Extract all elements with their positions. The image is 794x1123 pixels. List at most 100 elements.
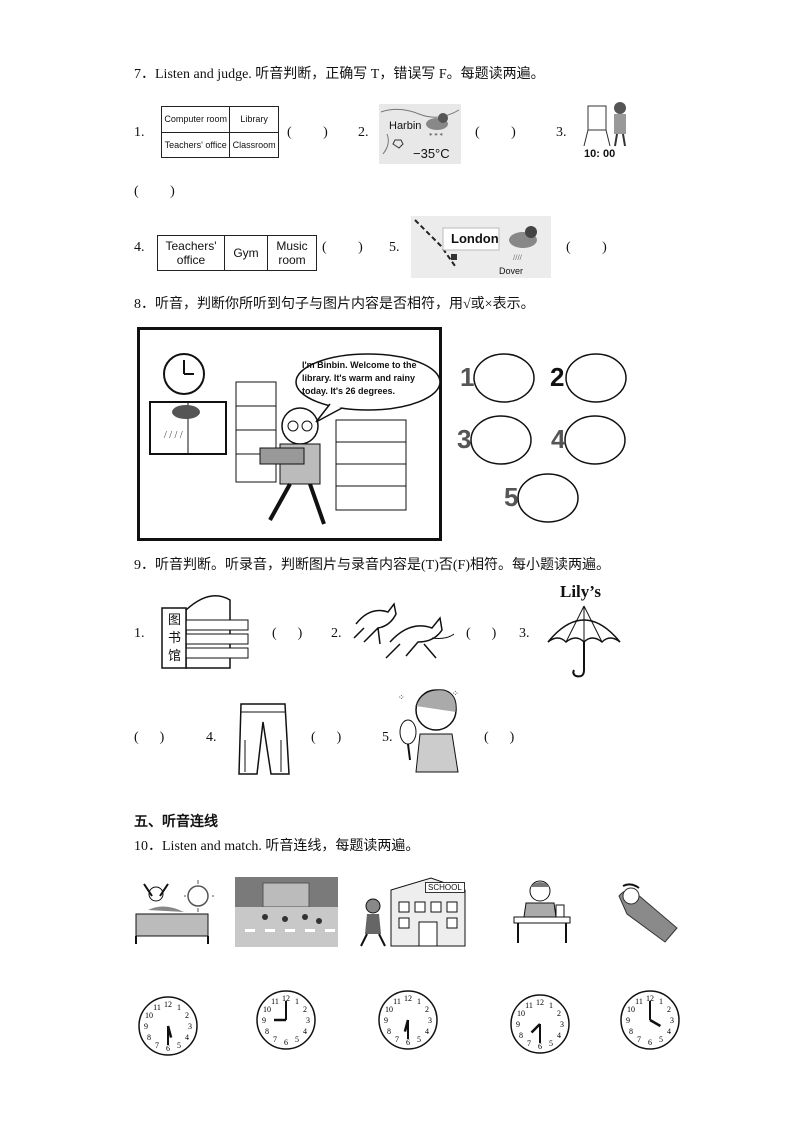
bubble-line: today. It's 26 degrees.	[302, 386, 396, 396]
clock-number: 12	[404, 994, 412, 1003]
clock-number: 8	[147, 1033, 151, 1042]
city-label: London	[451, 231, 499, 246]
clock-number: 10	[517, 1009, 525, 1018]
time-label: 10: 00	[584, 148, 616, 160]
q7-item4-number: 4.	[134, 240, 145, 255]
q9-item3-number: 3.	[519, 626, 530, 641]
room-cell: Classroom	[229, 131, 279, 158]
clock-number: 3	[428, 1016, 432, 1025]
clock-number: 11	[635, 997, 643, 1006]
q9-item1-number: 1.	[134, 626, 145, 641]
answer-balloon-4[interactable]: 4	[549, 414, 629, 468]
library-scene: / / / / I'm Binbin. Welcome to the libra…	[137, 327, 442, 541]
clock-number: 3	[670, 1016, 674, 1025]
balloon-number: 4	[551, 424, 566, 454]
section-5-title: 五、听音连线	[134, 814, 218, 830]
answer-balloon-5[interactable]: 5	[502, 472, 582, 526]
weather-map-harbin: * * * Harbin −35°C	[379, 104, 461, 164]
clock-number: 7	[273, 1035, 277, 1044]
clock-number: 9	[262, 1016, 266, 1025]
eat-lunch-picture	[512, 877, 572, 945]
go-to-school-street-picture	[235, 877, 338, 947]
answer-balloon-1[interactable]: 1	[458, 352, 538, 406]
wake-up-picture	[134, 880, 214, 946]
q7-item1-room-grid: Computer room Library Teachers' office C…	[160, 106, 279, 158]
clock-number: 12	[282, 994, 290, 1003]
answer-blank[interactable]: ( )	[287, 125, 328, 140]
answer-blank[interactable]: ( )	[484, 730, 515, 745]
q7-item2-number: 2.	[358, 125, 369, 140]
svg-text:/ / / /: / / / /	[164, 430, 183, 441]
clock-number: 10	[627, 1005, 635, 1014]
clock-number: 11	[271, 997, 279, 1006]
clock-number: 6	[406, 1038, 410, 1047]
room-cell: Gym	[224, 235, 268, 271]
school-sign: SCHOOL	[425, 882, 465, 893]
place-label: Dover	[499, 266, 524, 276]
clock-number: 2	[185, 1011, 189, 1020]
clock-number: 5	[549, 1039, 553, 1048]
answer-balloon-3[interactable]: 3	[455, 414, 535, 468]
answer-blank[interactable]: ( )	[272, 626, 303, 641]
clock-number: 6	[166, 1044, 170, 1053]
q9-item5-number: 5.	[382, 730, 393, 745]
answer-blank[interactable]: ( )	[311, 730, 342, 745]
sign-char: 图	[168, 613, 182, 628]
clock-number: 9	[144, 1022, 148, 1031]
svg-text:⁘: ⁘	[452, 689, 459, 698]
clock-number: 7	[637, 1035, 641, 1044]
answer-blank[interactable]: ( )	[466, 626, 497, 641]
sign-char: 馆	[168, 649, 182, 664]
q7-item5-number: 5.	[389, 240, 400, 255]
q7-item3-number: 3.	[556, 125, 567, 140]
clock-number: 11	[153, 1003, 161, 1012]
clock-number: 6	[538, 1042, 542, 1051]
clock-number: 7	[155, 1041, 159, 1050]
temperature-label: −35°C	[413, 146, 450, 161]
clock-number: 8	[629, 1027, 633, 1036]
clock-number: 8	[265, 1027, 269, 1036]
answer-blank[interactable]: ( )	[134, 184, 175, 199]
svg-text:////: ////	[513, 253, 523, 262]
q10-title: 10．Listen and match. 听音连线，每题读两遍。	[134, 839, 420, 854]
clock-number: 5	[177, 1041, 181, 1050]
clock-number: 10	[145, 1011, 153, 1020]
balloon-number: 1	[460, 362, 475, 392]
clock-number: 9	[384, 1016, 388, 1025]
clock-number: 4	[185, 1033, 189, 1042]
svg-text:⁘: ⁘	[398, 693, 405, 702]
hour-hand	[649, 1018, 662, 1028]
clock-number: 8	[387, 1027, 391, 1036]
clock-number: 3	[306, 1016, 310, 1025]
answer-blank[interactable]: ( )	[322, 240, 363, 255]
clock-number: 3	[188, 1022, 192, 1031]
horses-picture	[350, 598, 456, 662]
clock-number: 5	[295, 1035, 299, 1044]
answer-balloon-2[interactable]: 2	[548, 352, 628, 406]
q8-title: 8．听音，判断你所听到句子与图片内容是否相符，用√或×表示。	[134, 297, 535, 312]
clock-number: 2	[557, 1009, 561, 1018]
clock-number: 2	[667, 1005, 671, 1014]
answer-blank[interactable]: ( )	[475, 125, 516, 140]
answer-blank[interactable]: ( )	[134, 730, 165, 745]
q7-item4-room-grid: Teachers' office Gym Music room	[157, 235, 317, 271]
go-to-bed-picture	[617, 883, 681, 944]
clock-number: 1	[177, 1003, 181, 1012]
room-cell: Teachers' office	[160, 131, 231, 158]
sign-char: 书	[168, 631, 182, 646]
hour-hand	[530, 1023, 541, 1034]
clock-number: 2	[303, 1005, 307, 1014]
clock-number: 1	[549, 1001, 553, 1010]
clock-number: 5	[659, 1035, 663, 1044]
answer-blank[interactable]: ( )	[566, 240, 607, 255]
balloon-number: 2	[550, 362, 565, 392]
library-sign: 图 书 馆	[168, 612, 181, 666]
school-building-picture: SCHOOL	[357, 876, 469, 948]
q9-item4-number: 4.	[206, 730, 217, 745]
clock-number: 4	[303, 1027, 307, 1036]
